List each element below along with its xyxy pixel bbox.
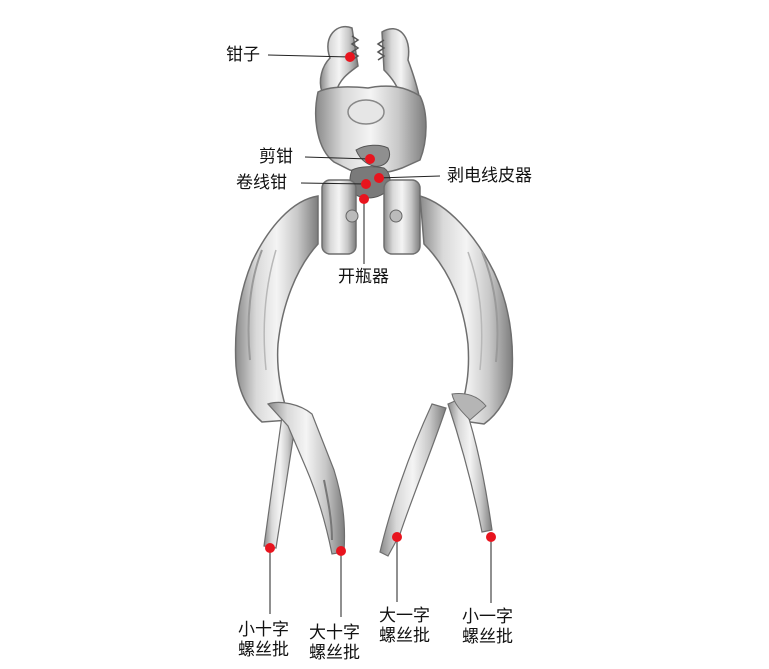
label-small-flat: 小一字 螺丝批 — [462, 607, 513, 647]
pliers-jaws — [315, 25, 427, 255]
label-large-phillips-line2: 螺丝批 — [309, 643, 360, 663]
feature-markers — [265, 52, 496, 556]
label-bottle-opener: 开瓶器 — [338, 267, 389, 287]
marker-cutter — [365, 154, 375, 164]
label-wire-stripper: 剥电线皮器 — [447, 166, 532, 186]
marker-large-flat — [392, 532, 402, 542]
leader-crimper — [300, 182, 367, 185]
leader-pliers — [267, 54, 351, 58]
leader-wire-stripper — [378, 175, 441, 179]
marker-wire-stripper — [374, 173, 384, 183]
right-screwdriver-bits — [379, 393, 493, 557]
label-large-flat-line1: 大一字 — [379, 606, 430, 626]
label-small-phillips: 小十字 螺丝批 — [238, 620, 289, 660]
marker-small-phillips — [265, 543, 275, 553]
marker-large-phillips — [336, 546, 346, 556]
label-large-flat: 大一字 螺丝批 — [379, 606, 430, 646]
marker-small-flat — [486, 532, 496, 542]
label-large-phillips-line1: 大十字 — [309, 623, 360, 643]
leader-lines — [267, 54, 492, 617]
label-crimper: 卷线钳 — [236, 173, 287, 193]
label-small-phillips-line2: 螺丝批 — [238, 640, 289, 660]
marker-bottle-opener — [359, 194, 369, 204]
label-cutter: 剪钳 — [259, 147, 293, 167]
marker-crimper — [361, 179, 371, 189]
label-small-flat-line2: 螺丝批 — [462, 627, 513, 647]
leader-cutter — [304, 156, 371, 160]
label-small-flat-line1: 小一字 — [462, 607, 513, 627]
left-screwdriver-bits — [263, 401, 346, 555]
marker-pliers — [345, 52, 355, 62]
label-large-flat-line2: 螺丝批 — [379, 626, 430, 646]
label-large-phillips: 大十字 螺丝批 — [309, 623, 360, 663]
right-handle — [419, 194, 514, 425]
label-small-phillips-line1: 小十字 — [238, 620, 289, 640]
left-handle — [234, 195, 319, 423]
label-pliers: 钳子 — [226, 45, 260, 65]
